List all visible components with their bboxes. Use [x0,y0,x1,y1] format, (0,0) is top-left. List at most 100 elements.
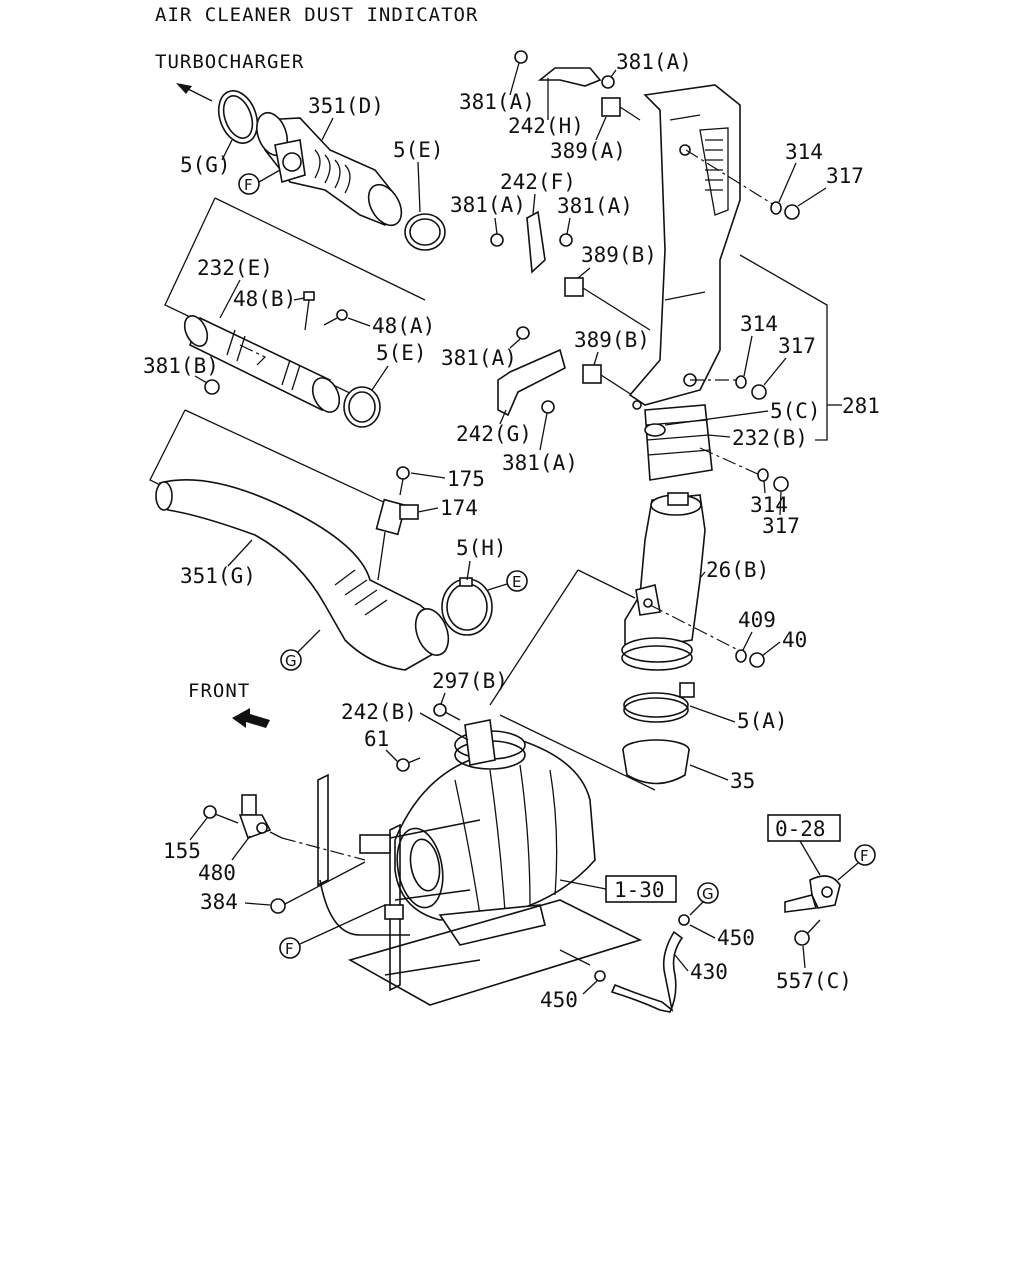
part-label-557c: 557(C) [776,969,852,993]
part-label-48b: 48(B) [233,287,296,311]
part-label-317-2: 317 [778,334,816,358]
dust-indicator-480 [238,794,366,861]
ref-box-1-30: 1-30 [605,875,677,903]
part-label-242f: 242(F) [500,170,576,194]
screw-175 [396,466,410,496]
mount-389b-1 [564,277,651,331]
nut-381a-4 [559,233,573,247]
clamp-5h [441,577,493,636]
clamp-5e-mid [343,386,381,428]
bracket-242g [497,348,566,417]
ref-circle-e-1: E [506,570,528,592]
bracket-242h [537,67,602,100]
ref-box-0-28: 0-28 [767,814,841,842]
mount-389a [601,97,641,121]
nut-381a-2 [601,75,615,89]
ref-circle-f-2: F [279,937,301,959]
nut-317-1 [784,204,800,220]
clip-450-1 [678,914,690,926]
part-label-5h: 5(H) [456,536,507,560]
part-label-381a-5: 381(A) [441,346,517,370]
part-label-232e: 232(E) [197,256,273,280]
part-label-297b: 297(B) [432,669,508,693]
front-arrow-icon [232,708,270,728]
part-label-26b: 26(B) [706,558,769,582]
svg-text:E: E [512,573,521,591]
ring-35 [622,739,690,785]
washer-314-1 [770,201,782,215]
clamp-5c [644,423,666,437]
part-label-5c: 5(C) [770,399,821,423]
part-label-381a-3: 381(A) [450,193,526,217]
part-label-381a-4: 381(A) [557,194,633,218]
hose-430 [610,930,684,1013]
turbocharger-label: TURBOCHARGER [155,51,304,73]
svg-text:0-28: 0-28 [775,817,826,841]
sensor-174 [375,498,419,581]
part-label-317-1: 317 [826,164,864,188]
clamp-5g [217,90,259,144]
ref-circle-f-1: F [238,173,260,195]
part-label-314-1: 314 [785,140,823,164]
part-label-381a-2: 381(A) [459,90,535,114]
nut-381b [204,379,220,395]
diagram-title: AIR CLEANER DUST INDICATOR [155,4,478,26]
part-label-40: 40 [782,628,807,652]
bolt-297b [433,703,461,721]
part-label-317-3: 317 [762,514,800,538]
mounting-frame [317,773,643,1006]
part-label-389b-1: 389(B) [581,243,657,267]
fitting-f [784,875,841,913]
part-label-242b: 242(B) [341,700,417,724]
part-label-381a-1: 381(A) [616,50,692,74]
part-label-5a: 5(A) [737,709,788,733]
part-label-450-1: 450 [717,926,755,950]
air-cleaner-body [394,730,596,946]
part-label-61: 61 [364,727,389,751]
svg-text:1-30: 1-30 [614,878,665,902]
part-label-351g: 351(G) [180,564,256,588]
clamp-5e-top [404,213,446,251]
nut-317-3 [773,476,789,492]
part-label-384: 384 [200,890,238,914]
part-label-155: 155 [163,839,201,863]
bracket-242b [464,719,496,766]
duct-26b [621,492,706,671]
clamp-5a [623,682,695,723]
turbocharger-arrow-icon [176,83,213,102]
part-label-5e-mid: 5(E) [376,341,427,365]
screw-557c [794,919,821,946]
ref-circle-g-2: G [697,882,719,904]
nut-40 [749,652,765,668]
washer-314-3 [757,468,769,482]
part-label-351d: 351(D) [308,94,384,118]
svg-text:G: G [702,885,714,903]
washer-314-2 [735,375,747,389]
part-label-242h: 242(H) [508,114,584,138]
part-label-35: 35 [730,769,755,793]
bracket-242f [526,210,546,274]
nut-317-2 [751,384,767,400]
intake-duct-281 [628,84,741,410]
part-label-381a-6: 381(A) [502,451,578,475]
ref-circle-g-1: G [280,649,302,671]
bolt-61 [396,757,421,772]
svg-text:F: F [244,176,253,194]
part-label-5e-top: 5(E) [393,138,444,162]
nut-384 [270,898,286,914]
ref-circle-f-3: F [854,844,876,866]
washer-409 [735,649,747,663]
nut-381a-6 [541,400,555,414]
part-label-314-3: 314 [750,493,788,517]
part-label-232b: 232(B) [732,426,808,450]
part-label-281: 281 [842,394,880,418]
bolt-48b [303,291,315,331]
nut-381a-3 [490,233,504,247]
part-label-5g: 5(G) [180,153,231,177]
part-label-242g: 242(G) [456,422,532,446]
part-label-430: 430 [690,960,728,984]
part-label-389a: 389(A) [550,139,626,163]
part-label-48a: 48(A) [372,314,435,338]
mount-389b-2 [582,364,633,396]
